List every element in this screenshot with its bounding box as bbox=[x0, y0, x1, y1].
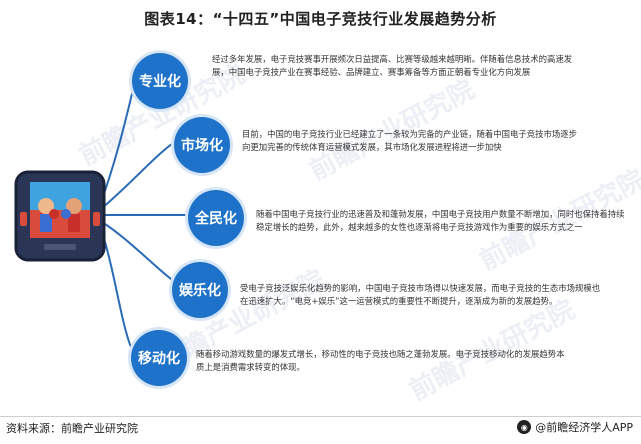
description-professionalization: 经过多年发展，电子竞技赛事开展频次日益提高、比赛等级越来越明晰。伴随着信息技术的… bbox=[212, 54, 573, 77]
description-marketization: 目前，中国的电子竞技行业已经建立了一条较为完备的产业链，随着中国电子竞技市场逐步… bbox=[242, 129, 577, 152]
node-marketization: 市场化 bbox=[174, 117, 230, 173]
description-mobilization: 随着移动游戏数量的爆发式增长，移动性的电子竞技也随之蓬勃发展。电子竞技移动化的发… bbox=[196, 349, 565, 372]
game-console-icon bbox=[14, 170, 106, 262]
node-mobilization: 移动化 bbox=[131, 330, 187, 386]
qianzhan-logo-icon: ◉ bbox=[517, 420, 532, 434]
node-entertainment: 娱乐化 bbox=[172, 262, 228, 318]
description-popularization: 随着中国电子竞技行业的迅速普及和蓬勃发展，中国电子竞技用户数量不断增加，同时也保… bbox=[256, 209, 625, 232]
page-title: 图表14：“十四五”中国电子竞技行业发展趋势分析 bbox=[144, 10, 497, 28]
description-entertainment: 受电子竞技泛娱乐化趋势的影响，中国电子竞技市场得以快速发展，而电子竞技的生态市场… bbox=[240, 283, 601, 306]
footer-divider bbox=[0, 416, 641, 417]
connector-line bbox=[101, 139, 179, 209]
source-note: 资料来源：前瞻产业研究院 bbox=[6, 422, 138, 435]
node-professionalization: 专业化 bbox=[132, 53, 188, 109]
brand-attribution: ◉ @前瞻经济学人APP bbox=[517, 419, 633, 435]
node-popularization: 全民化 bbox=[188, 190, 244, 246]
connector-line bbox=[101, 221, 176, 283]
brand-label: @前瞻经济学人APP bbox=[535, 421, 633, 434]
